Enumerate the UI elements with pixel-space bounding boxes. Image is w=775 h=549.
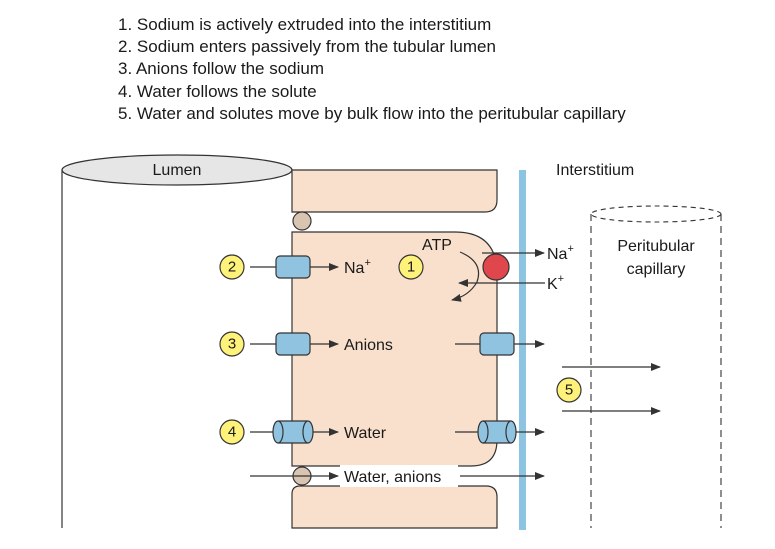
marker-2: 2 — [219, 254, 245, 280]
steps-list: 1. Sodium is actively extruded into the … — [118, 14, 626, 125]
main-cell — [291, 231, 498, 467]
water-label: Water — [344, 425, 387, 442]
na-channel — [275, 255, 311, 279]
step-5: 5. Water and solutes move by bulk flow i… — [118, 103, 626, 123]
svg-text:5: 5 — [565, 382, 573, 399]
atp-hydrolysis-arrow — [451, 251, 480, 302]
svg-text:1: 1 — [407, 259, 415, 276]
step-3: 3. Anions follow the sodium — [118, 59, 325, 79]
marker-4: 4 — [219, 419, 245, 445]
marker-3: 3 — [219, 331, 245, 357]
tight-junction-top — [292, 211, 312, 231]
na-k-pump — [482, 253, 510, 281]
step-2: 2. Sodium enters passively from the tubu… — [118, 37, 496, 57]
anions-label: Anions — [344, 337, 393, 354]
anion-channel-basolateral — [479, 332, 515, 356]
lumen-label: Lumen — [153, 162, 202, 179]
lumen-tube: Lumen — [61, 154, 293, 528]
upper-cell — [291, 169, 498, 213]
epithelial-cells — [291, 169, 498, 529]
step-4: 4. Water follows the solute — [118, 81, 317, 101]
capillary-label-line1: Peritubular — [617, 238, 695, 255]
k-in-label: K+ — [547, 273, 564, 293]
marker-5: 5 — [556, 377, 582, 403]
marker-1: 1 — [398, 254, 424, 280]
aquaporin-basolateral — [477, 420, 517, 444]
svg-text:4: 4 — [228, 424, 236, 441]
lower-cell — [291, 485, 498, 529]
na-out-label: Na+ — [547, 243, 574, 263]
peritubular-capillary: Peritubular capillary — [590, 205, 722, 528]
svg-text:3: 3 — [228, 336, 236, 353]
paracellular-label-bg — [340, 465, 458, 487]
interstitium-label: Interstitium — [556, 162, 634, 179]
capillary-label-line2: capillary — [627, 261, 686, 278]
anion-channel-apical — [275, 332, 311, 356]
na-in-label: Na+ — [344, 257, 371, 277]
atp-label: ATP — [422, 237, 452, 254]
step-1: 1. Sodium is actively extruded into the … — [118, 15, 492, 34]
aquaporin-apical — [272, 420, 314, 444]
water-anions-label: Water, anions — [344, 469, 441, 486]
basement-membrane — [519, 170, 526, 530]
svg-text:2: 2 — [228, 259, 236, 276]
